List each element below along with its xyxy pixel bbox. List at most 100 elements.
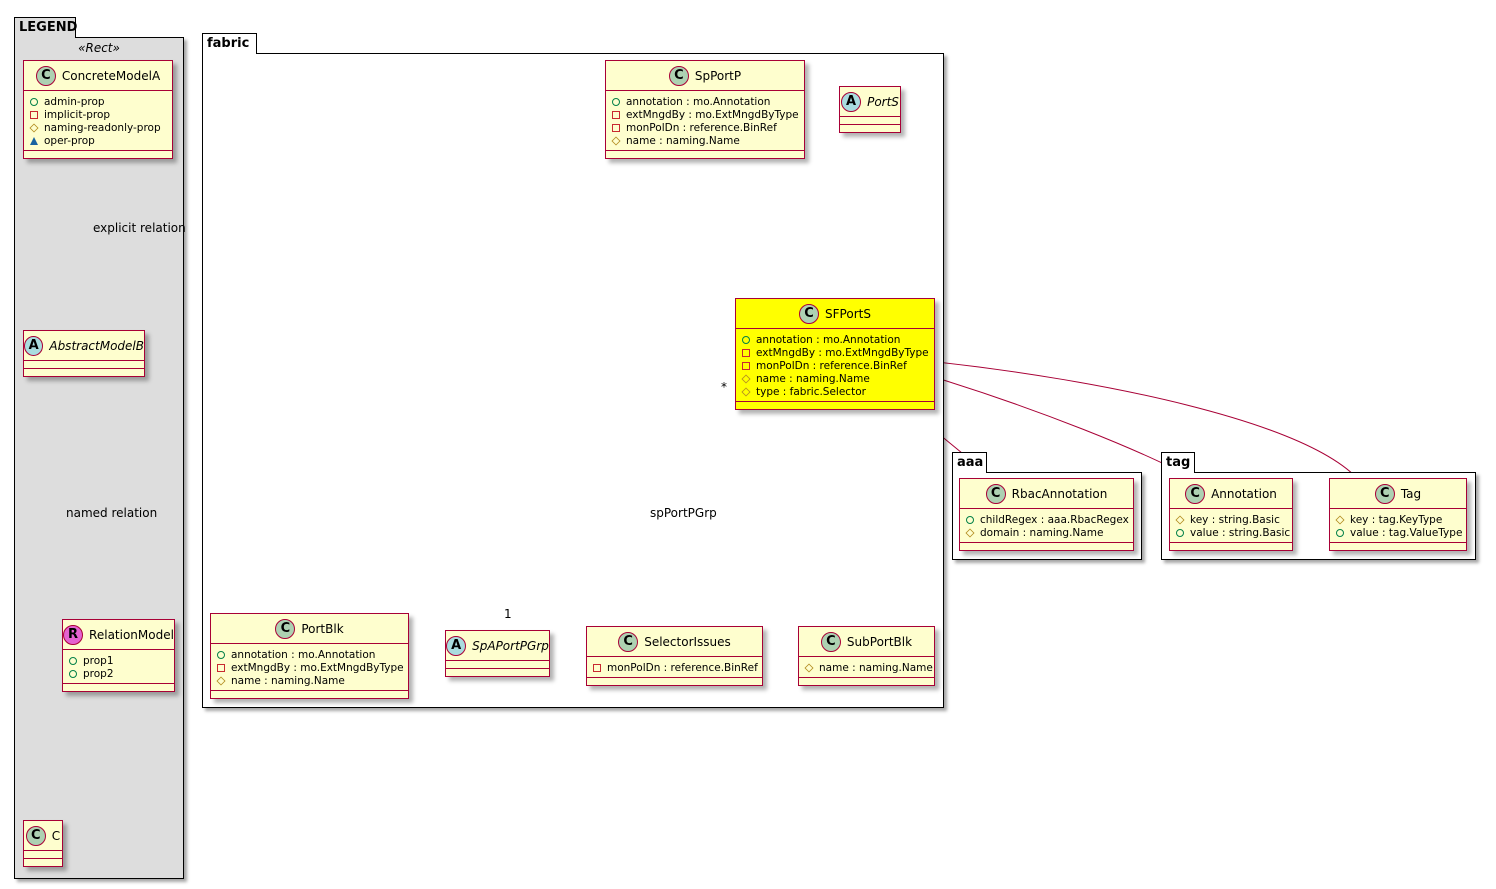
attribute-row: extMngdBy : mo.ExtMngdByType [612,108,799,121]
attribute-row: extMngdBy : mo.ExtMngdByType [217,661,404,674]
class-header: A SpAPortPGrp [446,631,549,661]
attribute-row: monPolDn : reference.BinRef [612,121,798,134]
attribute-text: prop2 [83,667,114,680]
protected-visibility-icon [1175,514,1185,525]
attribute-row: admin-prop [30,95,166,108]
attribute-row: naming-readonly-prop [29,121,166,134]
attribute-text: childRegex : aaa.RbacRegex [980,513,1129,526]
attribute-text: value : tag.ValueType [1350,526,1463,539]
attribute-text: annotation : mo.Annotation [626,95,771,108]
attribute-text: key : tag.KeyType [1350,513,1443,526]
protected-visibility-icon [611,135,621,146]
attributes-compartment [24,361,144,369]
protected-visibility-icon [216,675,226,686]
attribute-row: domain : naming.Name [965,526,1127,539]
legend-stereotype: «Rect» [78,41,120,55]
attribute-text: oper-prop [44,134,95,147]
public-visibility-icon [1336,528,1344,537]
class-icon: C [668,65,689,86]
relation-class-icon: R [63,624,84,645]
package-legend: «Rect» [14,37,184,879]
attribute-row: prop2 [69,667,168,680]
attribute-text: domain : naming.Name [980,526,1104,539]
attribute-text: implicit-prop [44,108,111,121]
attribute-row: name : naming.Name [804,661,933,674]
attribute-row: value : string.Basic [1176,526,1290,539]
public-visibility-icon [1176,528,1184,537]
abstract-class-icon: A [24,335,44,356]
methods-compartment [1330,543,1466,550]
attribute-row: type : fabric.Selector [741,385,928,398]
methods-compartment [799,678,934,685]
class-icon: C [35,65,56,86]
composition-sfports-tag [936,361,1358,479]
attribute-text: type : fabric.Selector [756,385,866,398]
protected-visibility-icon [29,122,39,133]
class-icon: C [985,483,1006,504]
attribute-text: name : naming.Name [231,674,345,687]
protected-visibility-icon [1335,514,1345,525]
class-name: SpPortP [694,68,742,83]
class-name: PortBlk [301,621,344,636]
attribute-text: name : naming.Name [756,372,870,385]
private-visibility-icon [30,110,38,119]
class-spaportpgrp[interactable]: A SpAPortPGrp [445,630,550,677]
class-icon: C [618,631,639,652]
public-visibility-icon [217,650,225,659]
private-visibility-icon [612,110,620,119]
attribute-row: name : naming.Name [216,674,402,687]
class-name: Annotation [1211,486,1277,501]
class-name: SubPortBlk [846,634,913,649]
protected-visibility-icon [741,386,751,397]
class-name: SFPortS [825,306,871,321]
methods-compartment [840,125,900,132]
attribute-row: extMngdBy : mo.ExtMngdByType [742,346,929,359]
attributes-compartment [446,661,549,669]
class-name: SpAPortPGrp [472,638,549,653]
class-icon: C [1185,483,1206,504]
methods-compartment [24,151,172,158]
methods-compartment [736,402,934,409]
attribute-row: annotation : mo.Annotation [612,95,798,108]
attribute-text: key : string.Basic [1190,513,1280,526]
class-icon: C [275,618,296,639]
private-visibility-icon [742,361,750,370]
methods-compartment [446,669,549,676]
package-tag-tab: tag [1161,452,1195,473]
package-aaa-tab: aaa [952,452,987,473]
explicit-relation-label: explicit relation [93,221,186,235]
methods-compartment [63,684,174,691]
class-header: C PortBlk [211,614,408,644]
methods-compartment [24,859,62,866]
attribute-row: implicit-prop [30,108,166,121]
attribute-row: name : naming.Name [741,372,928,385]
abstract-class-icon: A [446,635,467,656]
public-visibility-icon [30,97,38,106]
attribute-row: annotation : mo.Annotation [742,333,928,346]
attribute-row: monPolDn : reference.BinRef [742,359,928,372]
methods-compartment [211,691,408,698]
class-name: PortS [867,94,899,109]
